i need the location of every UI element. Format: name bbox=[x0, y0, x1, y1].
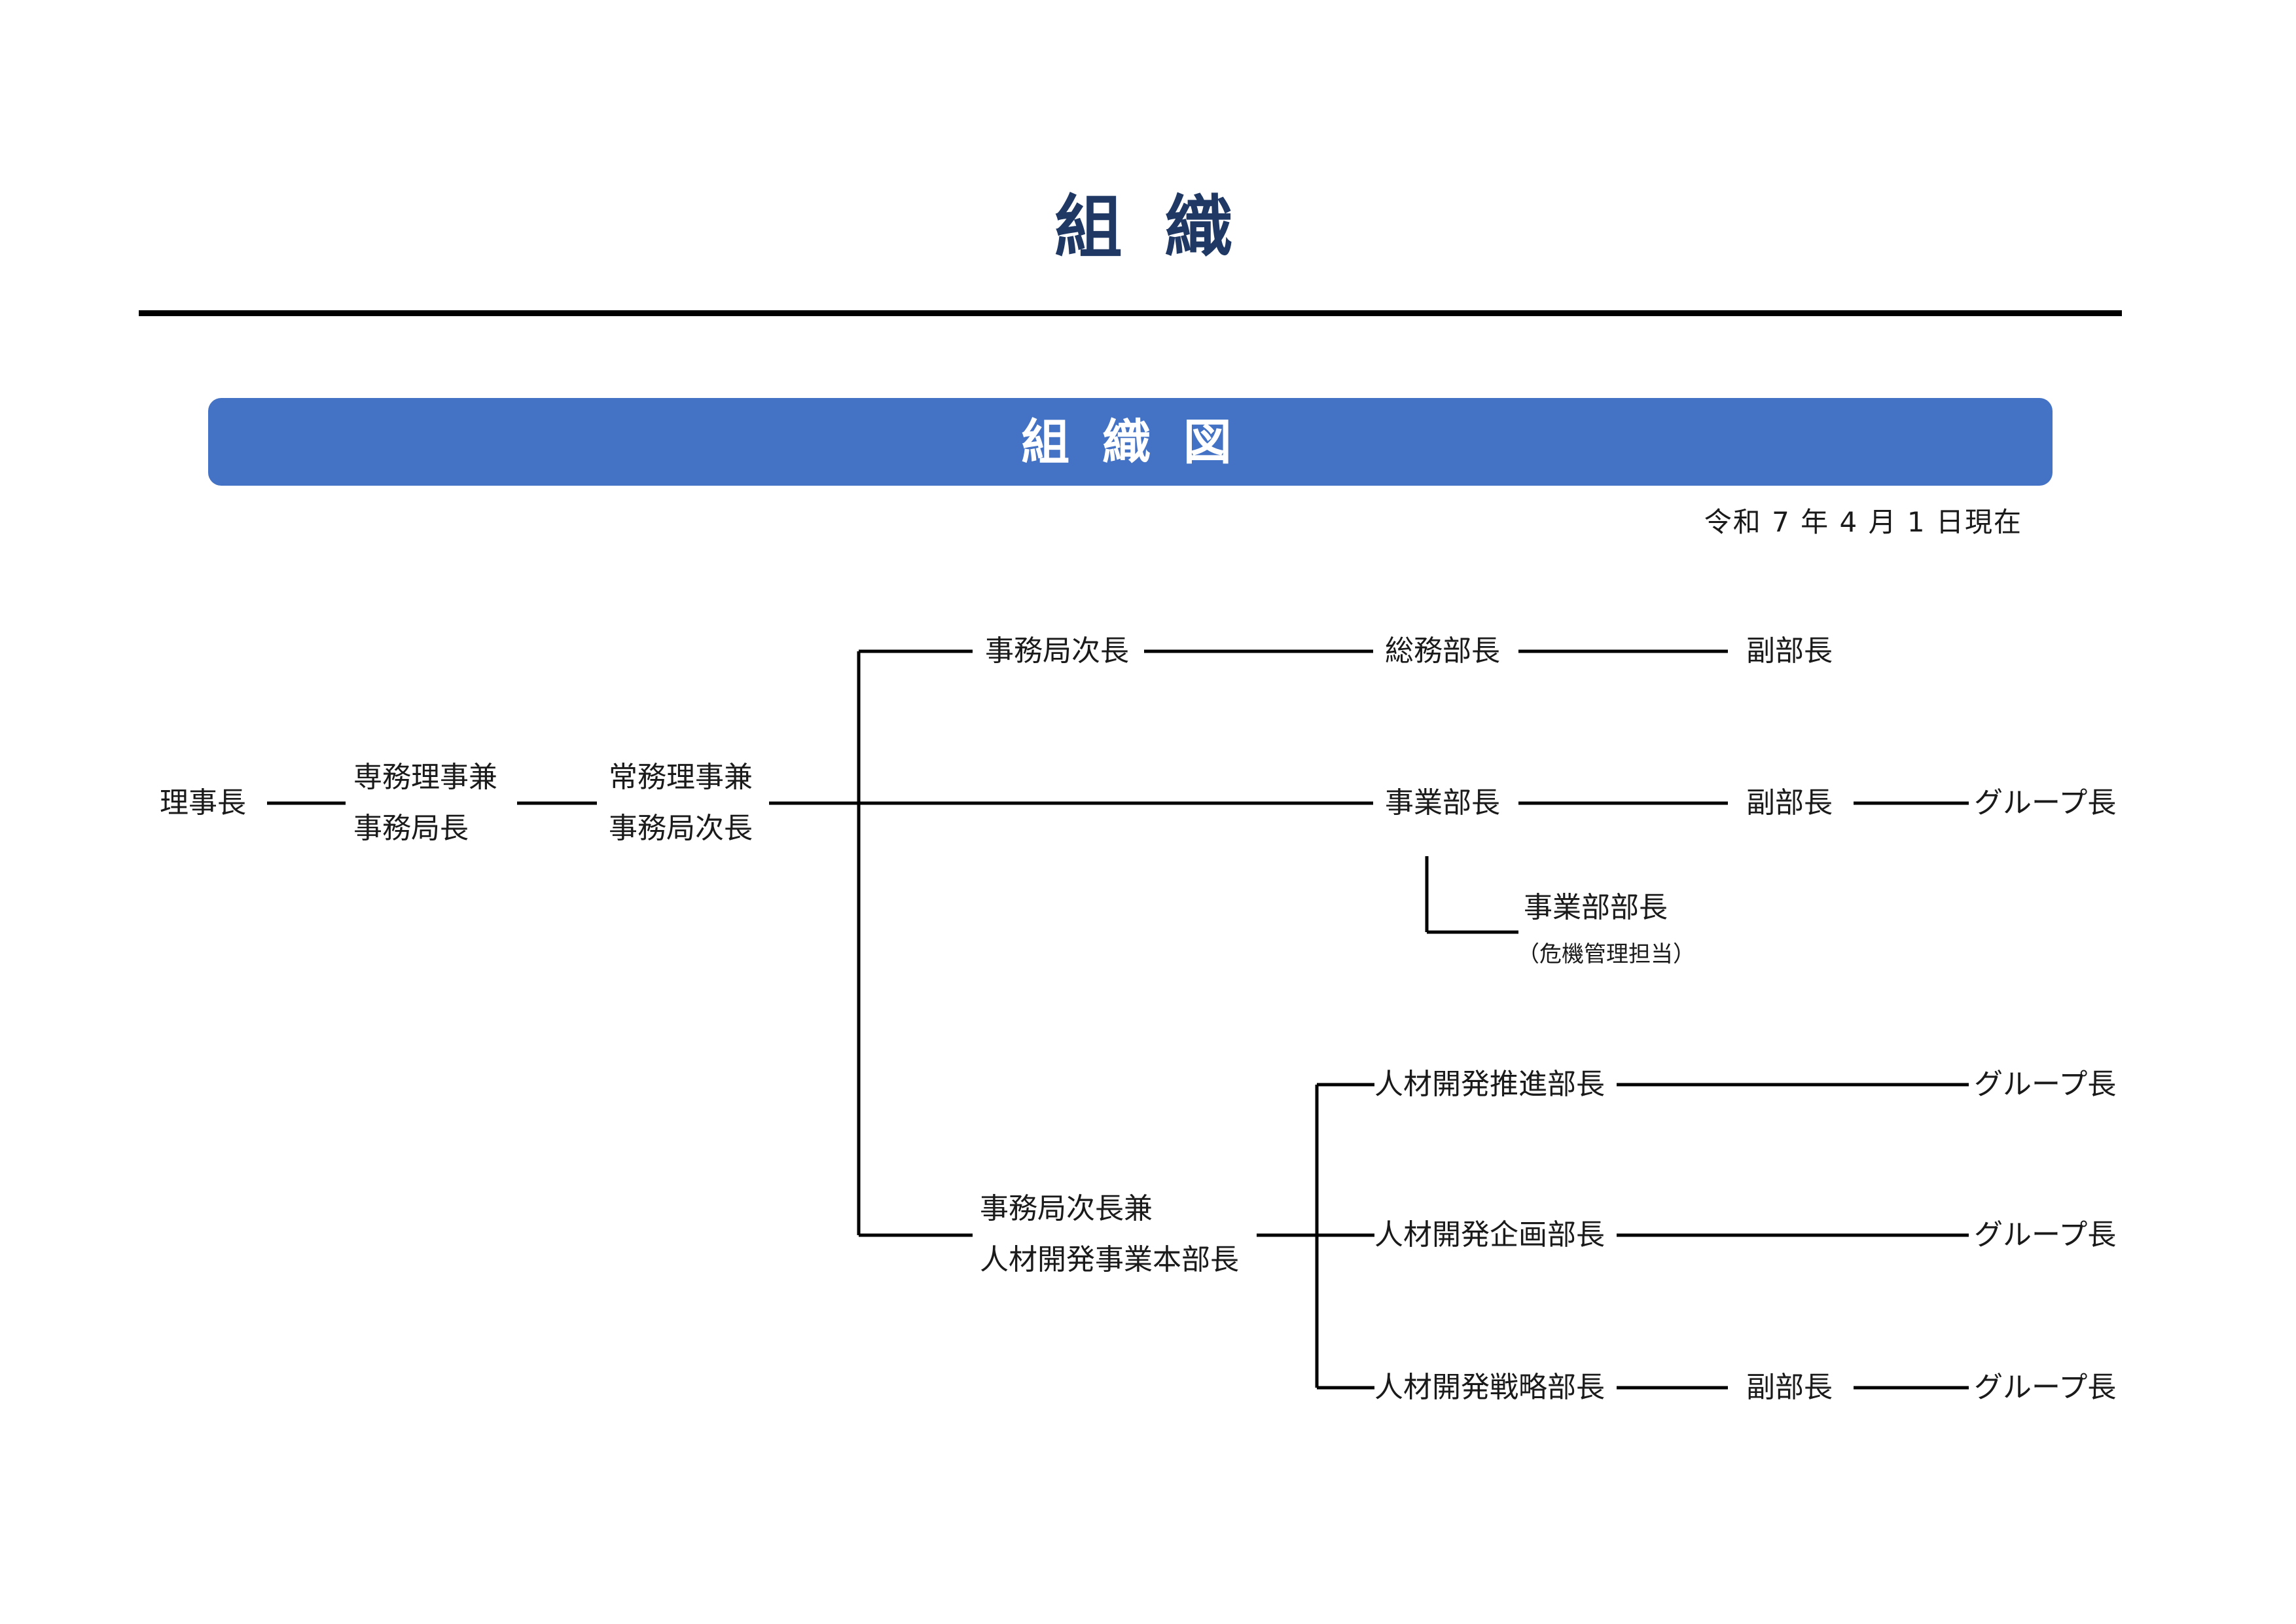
node-hr-promotion-head: 人材開発推進部長 bbox=[1374, 1068, 1605, 1101]
node-business-sub-head: 事業部部長 bbox=[1524, 891, 1668, 924]
section-banner-title: 組 織 図 bbox=[1021, 414, 1240, 471]
node-senmu: 専務理事兼 事務局長 bbox=[353, 752, 497, 854]
title-divider bbox=[139, 310, 2122, 316]
node-vice-director-top: 事務局次長 bbox=[985, 634, 1129, 668]
node-group-leader-planning: グループ長 bbox=[1974, 1218, 2117, 1252]
node-business-head: 事業部長 bbox=[1385, 786, 1500, 820]
node-deputy-general: 副部長 bbox=[1746, 634, 1833, 668]
node-jomu: 常務理事兼 事務局次長 bbox=[609, 752, 753, 854]
node-hr-planning-head: 人材開発企画部長 bbox=[1374, 1218, 1605, 1252]
node-general-affairs-head: 総務部長 bbox=[1385, 634, 1500, 668]
as-of-date: 令和 7 年 4 月 1 日現在 bbox=[1704, 506, 2022, 538]
node-jomu-line1: 常務理事兼 bbox=[609, 761, 753, 794]
node-vice-director-bottom-line1: 事務局次長兼 bbox=[980, 1192, 1153, 1225]
node-group-leader-promotion: グループ長 bbox=[1974, 1068, 2117, 1101]
node-group-leader-strategy: グループ長 bbox=[1974, 1371, 2117, 1404]
section-banner bbox=[208, 398, 2053, 486]
node-senmu-line2: 事務局長 bbox=[353, 812, 469, 845]
node-senmu-line1: 専務理事兼 bbox=[353, 761, 497, 794]
node-group-leader-business: グループ長 bbox=[1974, 786, 2117, 820]
node-deputy-business: 副部長 bbox=[1746, 786, 1833, 820]
node-chairman: 理事長 bbox=[160, 786, 246, 820]
page-title: 組 織 bbox=[1054, 187, 1242, 267]
node-deputy-strategy: 副部長 bbox=[1746, 1371, 1833, 1404]
node-business-sub-note: （危機管理担当） bbox=[1517, 941, 1695, 967]
node-vice-director-bottom-line2: 人材開発事業本部長 bbox=[980, 1243, 1239, 1276]
node-jomu-line2: 事務局次長 bbox=[609, 812, 753, 845]
node-hr-strategy-head: 人材開発戦略部長 bbox=[1374, 1371, 1605, 1404]
node-vice-director-bottom: 事務局次長兼 人材開発事業本部長 bbox=[980, 1183, 1239, 1286]
